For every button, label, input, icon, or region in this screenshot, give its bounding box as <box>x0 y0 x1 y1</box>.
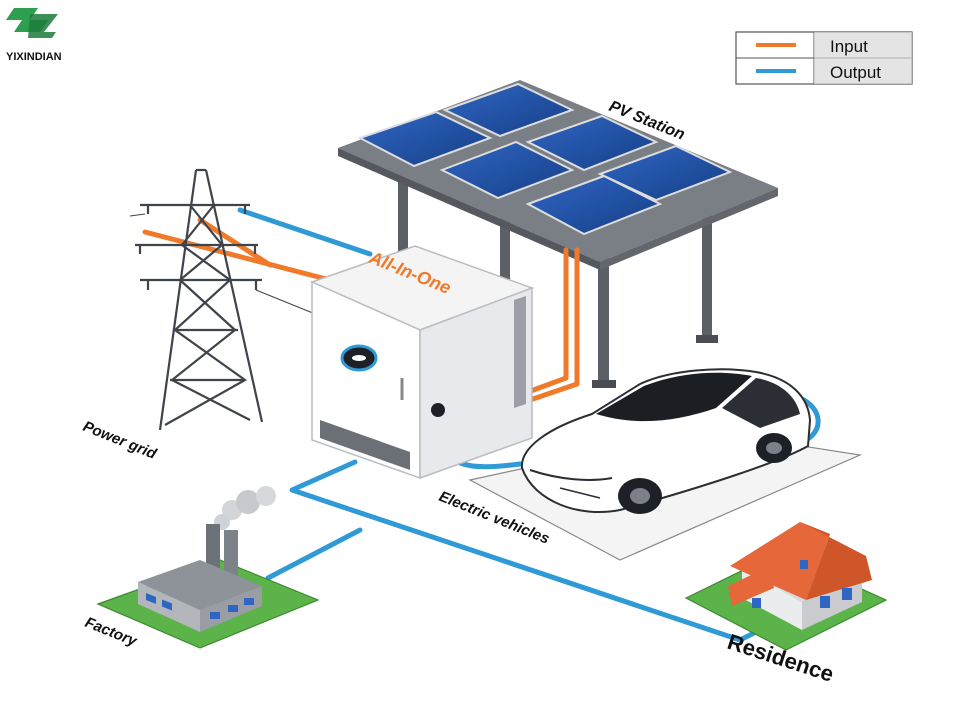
grid-input-line <box>142 229 333 283</box>
solar-panel-icon <box>357 82 733 236</box>
factory-label: Factory <box>83 614 140 650</box>
battery-cabinet-icon: All-In-One <box>309 245 535 480</box>
logo-mark-accent-icon <box>28 14 58 38</box>
pv-input-line-2 <box>527 247 580 403</box>
legend: Input Output <box>735 31 913 85</box>
cabinet-display-icon <box>340 344 378 372</box>
roof-front <box>730 522 830 600</box>
brand-name: YIXINDIAN <box>6 51 62 63</box>
grid-output-line <box>237 207 373 257</box>
brand-logo: YIXINDIAN <box>6 8 62 63</box>
factory-icon <box>96 486 320 649</box>
factory-output-line <box>265 527 363 581</box>
canopy-post <box>598 240 609 388</box>
legend-output-label: Output <box>830 63 881 82</box>
charging-port-icon <box>431 403 445 417</box>
electric-car-icon <box>520 368 812 514</box>
power-grid-label: Power grid <box>81 418 160 463</box>
input-lines <box>142 217 580 403</box>
legend-input-label: Input <box>830 37 868 56</box>
pv-input-line-1 <box>525 247 569 395</box>
transmission-tower-icon <box>135 168 264 431</box>
house-icon <box>684 522 888 651</box>
pv-station: PV Station <box>338 80 778 388</box>
